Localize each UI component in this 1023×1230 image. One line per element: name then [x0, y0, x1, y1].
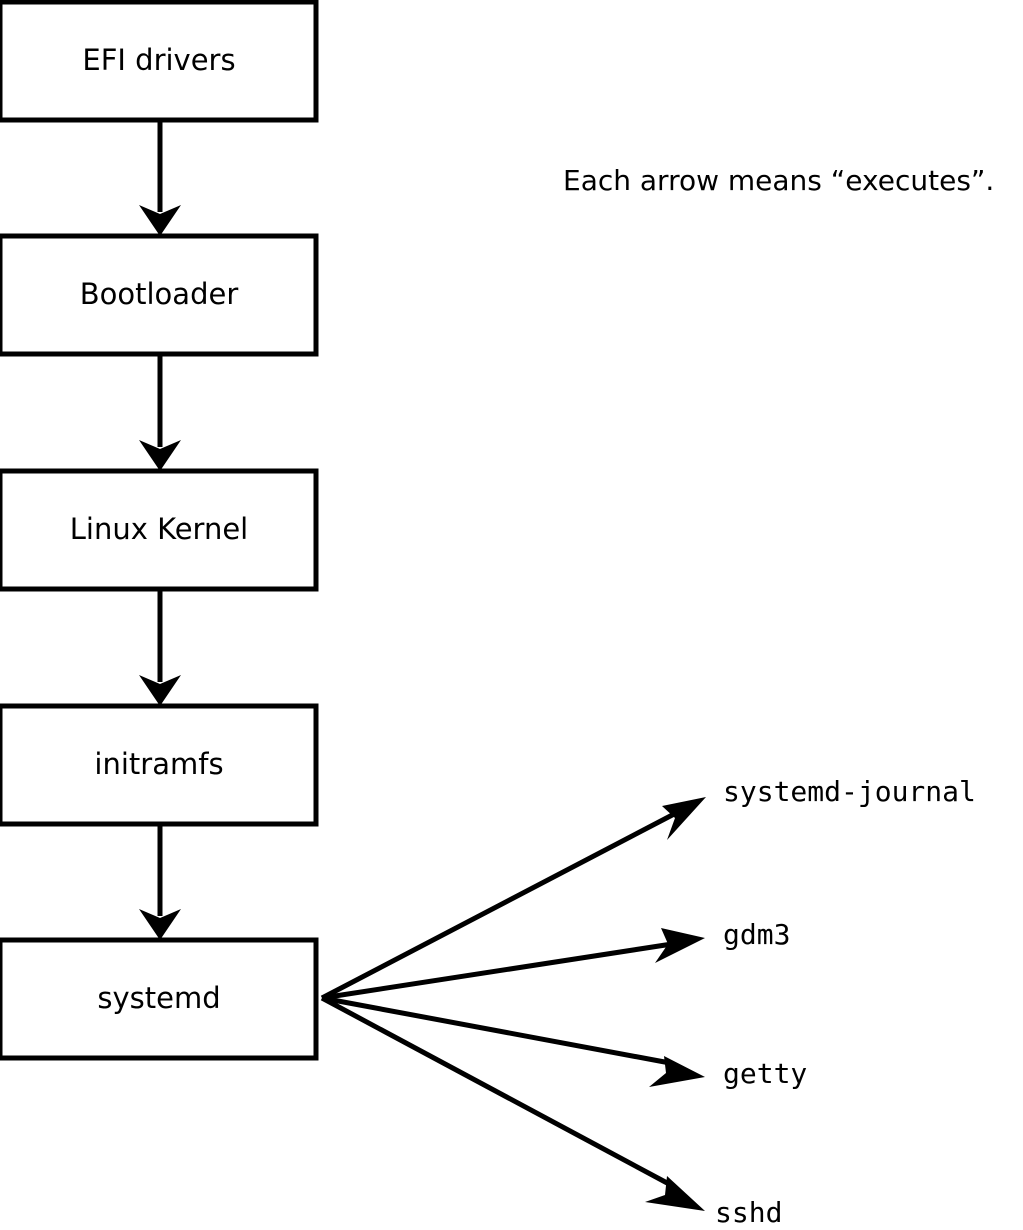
fanout-shaft	[320, 809, 680, 1001]
fanout-arrow-gdm3	[321, 928, 705, 1001]
connector-kernel-to-initramfs	[139, 589, 181, 706]
stage-box-systemd[interactable]: systemd	[0, 937, 319, 1061]
stage-box-outline	[0, 233, 319, 357]
arrowhead-icon	[645, 1176, 705, 1211]
service-label-gdm3: gdm3	[723, 918, 790, 951]
stage-box-label: initramfs	[94, 747, 223, 781]
stage-box-label: Linux Kernel	[70, 512, 248, 546]
fanout-shaft	[321, 941, 673, 1001]
arrowhead-icon	[662, 797, 706, 840]
stage-box-bootloader[interactable]: Bootloader	[0, 233, 319, 357]
fanout-arrow-getty	[321, 995, 705, 1087]
stage-box-outline	[0, 937, 319, 1061]
diagram-caption: Each arrow means “executes”.	[563, 164, 994, 197]
connector-initramfs-to-systemd	[139, 824, 181, 940]
stage-box-label: Bootloader	[80, 277, 239, 311]
fanout-arrow-sshd	[320, 995, 705, 1211]
fanout-shaft	[321, 995, 671, 1066]
stage-box-outline	[0, 703, 319, 827]
arrowhead-down-icon	[139, 205, 181, 236]
connector-efi-to-bootloader	[139, 120, 181, 236]
stage-box-initramfs[interactable]: initramfs	[0, 703, 319, 827]
connector-bootloader-to-kernel	[139, 354, 181, 471]
stage-box-outline	[0, 468, 319, 592]
service-label-getty: getty	[723, 1057, 807, 1090]
stage-box-linux-kernel[interactable]: Linux Kernel	[0, 468, 319, 592]
service-label-sshd: sshd	[715, 1196, 782, 1229]
arrowhead-down-icon	[139, 675, 181, 706]
arrowhead-down-icon	[139, 440, 181, 471]
service-label-systemd-journal: systemd-journal	[723, 775, 976, 808]
stage-box-label: systemd	[97, 981, 220, 1015]
stage-box-label: EFI drivers	[82, 43, 235, 77]
stage-box-outline	[0, 0, 319, 123]
arrowhead-icon	[655, 928, 705, 963]
stage-box-efi-drivers[interactable]: EFI drivers	[0, 0, 319, 123]
fanout-shaft	[320, 995, 671, 1187]
arrowhead-icon	[649, 1056, 705, 1087]
fanout-arrow-systemd-journal	[320, 797, 706, 1001]
arrowhead-down-icon	[139, 909, 181, 940]
